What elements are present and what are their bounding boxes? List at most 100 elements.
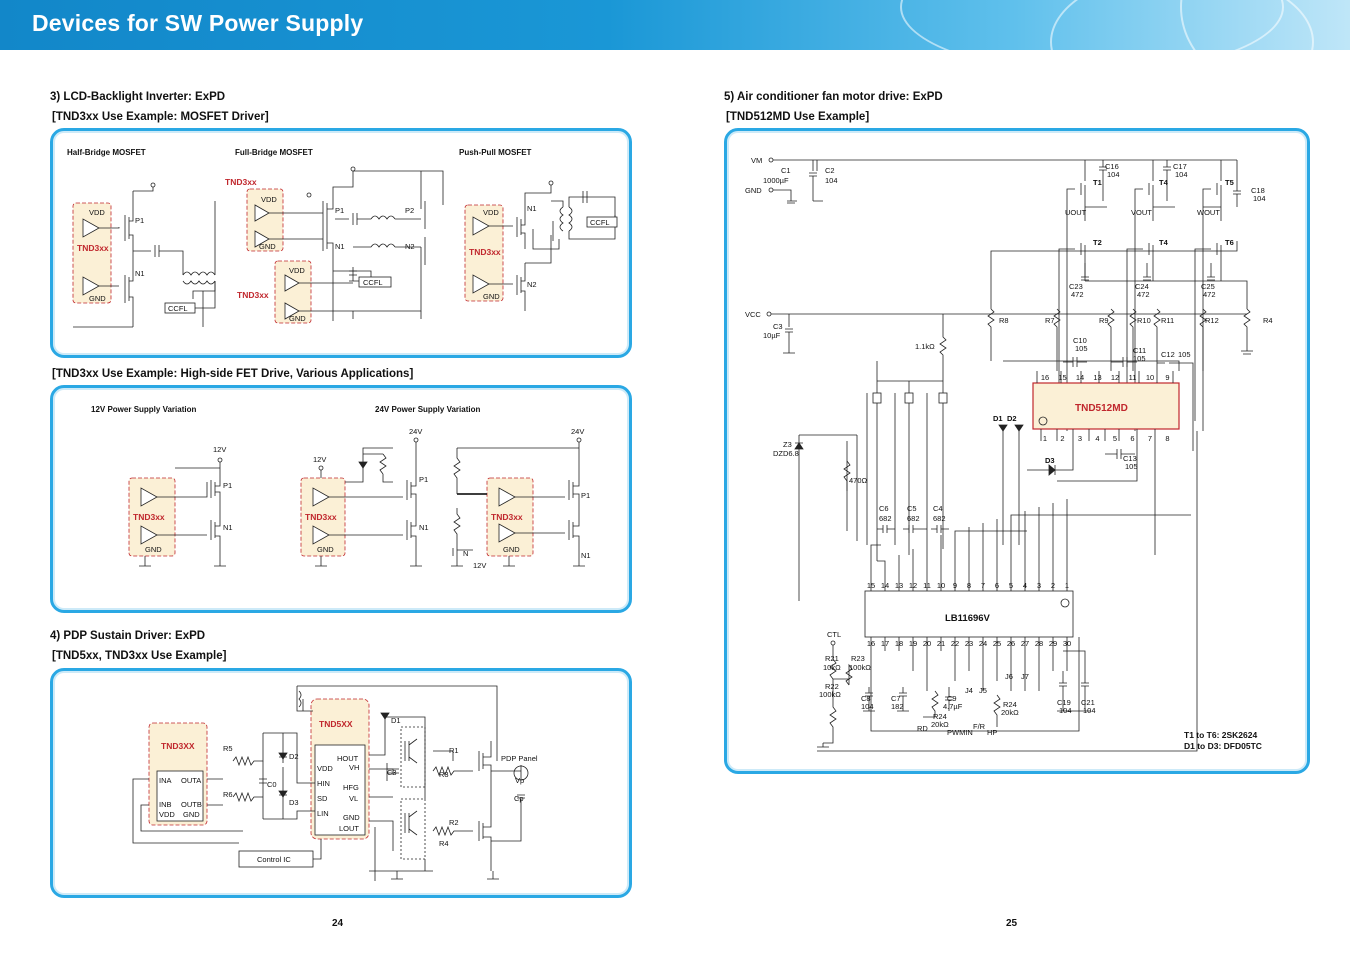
- c12-value: 105: [1178, 350, 1191, 359]
- section-3-subtitle: [TND3xx Use Example: MOSFET Driver]: [52, 111, 269, 123]
- lb11696v-bottom-pin: 17: [881, 639, 889, 648]
- high-side-schematic: 12V Power Supply Variation 24V Power Sup…: [91, 405, 591, 570]
- 24v-variation-title: 24V Power Supply Variation: [375, 405, 480, 414]
- fan-motor-panel: VM GND C1 1000µF C2 104 T1 T2 UOUT C16 1…: [724, 128, 1310, 774]
- 24v-variation-circuit: 24V TND3xx GND N 12V P1 N1: [451, 427, 591, 570]
- lb11696v-bottom-pin: 28: [1035, 639, 1043, 648]
- r12-label: R12: [1205, 316, 1219, 325]
- tnd3xx-label: TND3XX: [161, 741, 195, 751]
- half-bridge-circuit: VDD TND3xx GND CCFL P1 N1: [72, 182, 216, 328]
- half-bridge-title: Half-Bridge MOSFET: [67, 148, 146, 157]
- tnd3xx-label: TND3xx: [77, 243, 109, 253]
- lb11696v-top-pin: 15: [867, 581, 875, 590]
- n2-label: N2: [405, 242, 415, 251]
- tnd3xx-label: TND3xx: [133, 512, 165, 522]
- r1-label: R1: [449, 746, 459, 755]
- tnd512md-bottom-pin: 4: [1095, 434, 1099, 443]
- j5-label: J5: [979, 686, 987, 695]
- r21-value: 10kΩ: [823, 663, 841, 672]
- parts-note: T1 to T6: 2SK2624 D1 to D3: DFD05TC: [1184, 730, 1262, 752]
- section-3-title: 3) LCD-Backlight Inverter: ExPD: [50, 91, 226, 103]
- p1-label: P1: [135, 216, 144, 225]
- page-number-left: 24: [332, 918, 344, 929]
- c23-label: C23: [1069, 282, 1083, 291]
- lb11696v-bottom-pin: 27: [1021, 639, 1029, 648]
- tnd512md-label: TND512MD: [1075, 403, 1128, 414]
- r7-label: R7: [1045, 316, 1055, 325]
- j7-label: J7: [1021, 672, 1029, 681]
- diode-note: D1 to D3: DFD05TC: [1184, 741, 1262, 751]
- inb-label: INB: [159, 800, 172, 809]
- hin-label: HIN: [317, 779, 330, 788]
- ina-label: INA: [159, 776, 172, 785]
- c16-label: C16: [1105, 162, 1119, 171]
- c4-value: 682: [933, 514, 946, 523]
- c19-label: C19: [1057, 698, 1071, 707]
- vl-label: VL: [349, 794, 358, 803]
- r21-label: R21: [825, 654, 839, 663]
- c13-value: 105: [1125, 462, 1138, 471]
- 24v-label: 24V: [571, 427, 584, 436]
- section-5-subtitle: [TND512MD Use Example]: [726, 111, 870, 123]
- ccfl-label: CCFL: [168, 304, 188, 313]
- transistor-note: T1 to T6: 2SK2624: [1184, 730, 1258, 740]
- tnd512md-bottom-pin: 6: [1130, 434, 1134, 443]
- section-4-subtitle: [TND5xx, TND3xx Use Example]: [52, 650, 227, 662]
- tnd512md-bottom-pin: 7: [1148, 434, 1152, 443]
- vp-label: Vp: [515, 776, 524, 785]
- c21-label: C21: [1081, 698, 1095, 707]
- wout-label: WOUT: [1197, 208, 1220, 217]
- hfg-label: HFG: [343, 783, 359, 792]
- tnd512md-block: TND512MD C10 105 C11 105 C12 105 C13 105…: [993, 336, 1194, 555]
- c8-value: 104: [861, 702, 874, 711]
- vdd-label: VDD: [289, 266, 305, 275]
- tnd512md-top-pin: 11: [1129, 373, 1137, 382]
- lb11696v-top-pin: 14: [881, 581, 889, 590]
- lb11696v-top-pin: 2: [1051, 581, 1055, 590]
- lb11696v-top-pin: 5: [1009, 581, 1013, 590]
- r23-label: R23: [851, 654, 865, 663]
- z3-value: DZD6.8: [773, 449, 799, 458]
- decor-swirl: [1180, 0, 1350, 50]
- c10-label: C10: [1073, 336, 1087, 345]
- r1k1-label: 1.1kΩ: [915, 342, 935, 351]
- vdd-label: VDD: [261, 195, 277, 204]
- section-5-title: 5) Air conditioner fan motor drive: ExPD: [724, 91, 943, 103]
- pdp-panel-label: PDP Panel: [501, 754, 538, 763]
- tnd3xx-label: TND3xx: [491, 512, 523, 522]
- lout-label: LOUT: [339, 824, 359, 833]
- bootstrap-variation-circuit: TND3xx GND 12V 24V P1 N1: [300, 427, 429, 567]
- c2-label: C2: [825, 166, 835, 175]
- lb11696v-bottom-pin: 25: [993, 639, 1001, 648]
- vdd-label: VDD: [159, 810, 175, 819]
- c5-value: 682: [907, 514, 920, 523]
- tnd512md-bottom-pin: 5: [1113, 434, 1117, 443]
- tnd512md-top-pin: 13: [1093, 373, 1101, 382]
- c21-value: 104: [1083, 706, 1096, 715]
- mosfet-driver-panel: Half-Bridge MOSFET Full-Bridge MOSFET Pu…: [50, 128, 632, 358]
- vdd-label: VDD: [317, 764, 333, 773]
- tnd512md-top-pin: 12: [1111, 373, 1119, 382]
- cp-label: Cp: [514, 794, 524, 803]
- tnd512md-bottom-pin: 2: [1060, 434, 1064, 443]
- r4-label: R4: [439, 839, 449, 848]
- lb11696v-top-pin: 6: [995, 581, 999, 590]
- c13-label: C13: [1123, 454, 1137, 463]
- z3-label: Z3: [783, 440, 792, 449]
- vm-label: VM: [751, 156, 762, 165]
- vdd-label: VDD: [483, 208, 499, 217]
- fan-motor-schematic: VM GND C1 1000µF C2 104 T1 T2 UOUT C16 1…: [745, 156, 1273, 752]
- hp-label: HP: [987, 728, 997, 737]
- lb11696v-bottom-pin: 22: [951, 639, 959, 648]
- c8-label: C8: [861, 694, 871, 703]
- p1-label: P1: [419, 475, 428, 484]
- gnd-label: GND: [503, 545, 520, 554]
- c24-label: C24: [1135, 282, 1149, 291]
- c10-value: 105: [1075, 344, 1088, 353]
- r22-label: R22: [825, 682, 839, 691]
- c17-value: 104: [1175, 170, 1188, 179]
- page-number-right: 25: [1006, 918, 1018, 929]
- lb11696v-label: LB11696V: [945, 613, 991, 624]
- c6-value: 682: [879, 514, 892, 523]
